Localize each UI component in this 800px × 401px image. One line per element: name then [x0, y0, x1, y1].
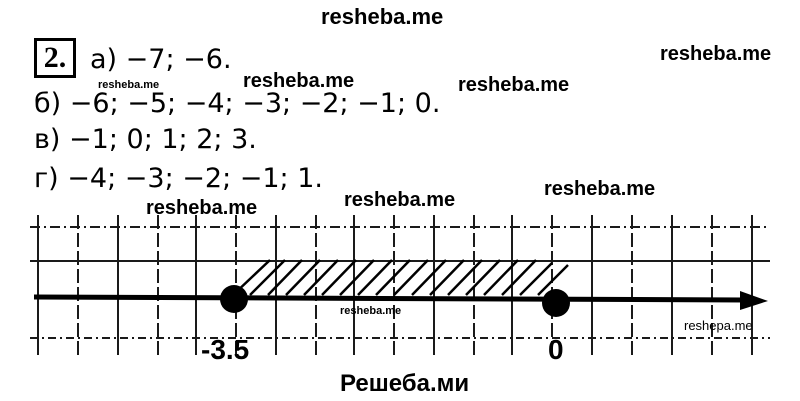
hatch-line — [285, 259, 321, 296]
hatch-line — [357, 259, 393, 296]
hatch-line — [267, 259, 303, 296]
answer-line-b: б) −6; −5; −4; −3; −2; −1; 0. — [34, 88, 441, 119]
hatch-line — [447, 259, 483, 296]
axis-label-left: -3.5 — [201, 334, 250, 365]
hatch-line — [393, 259, 429, 296]
hatch-line — [411, 259, 447, 296]
watermark-graph-right: resheba.me — [544, 178, 656, 200]
number-axis — [33, 294, 746, 303]
point-left — [220, 285, 248, 313]
watermark-graph-right-small: reshepa.me — [684, 318, 753, 333]
hatch-line — [483, 259, 519, 296]
watermark-right-top: resheba.me — [660, 43, 772, 65]
hatch-line — [465, 259, 501, 296]
point-right — [542, 289, 570, 317]
answer-line-a: а) −7; −6. — [90, 44, 232, 75]
hatch-line — [339, 259, 375, 296]
watermark-line-a-right: resheba.me — [458, 74, 570, 96]
hatch-line — [537, 264, 569, 296]
watermark-line-a-small: resheba.me — [98, 79, 160, 91]
number-line-graph — [30, 215, 770, 355]
hatch-line — [429, 259, 465, 296]
grid — [30, 215, 770, 355]
footer-title: Решеба.ми — [340, 370, 470, 397]
task-number-box: 2. — [34, 38, 76, 78]
watermark-top: resheba.me — [321, 4, 444, 29]
watermark-graph-left: resheba.me — [146, 197, 258, 219]
hatch-line — [249, 259, 286, 296]
hatch-line — [321, 259, 357, 296]
watermark-line-a-mid: resheba.me — [243, 70, 355, 92]
watermark-graph-mid: resheba.me — [344, 189, 456, 211]
hatched-interval — [232, 259, 569, 296]
hatch-line — [303, 259, 339, 296]
watermark-graph-center-small: resheba.me — [340, 305, 402, 317]
answer-line-g: г) −4; −3; −2; −1; 1. — [34, 163, 323, 194]
answer-line-v: в) −1; 0; 1; 2; 3. — [34, 124, 257, 155]
hatch-line — [501, 259, 537, 296]
hatch-line — [519, 262, 553, 296]
axis-arrowhead — [740, 291, 768, 310]
hatch-line — [375, 259, 411, 296]
axis-label-right: 0 — [548, 334, 564, 365]
